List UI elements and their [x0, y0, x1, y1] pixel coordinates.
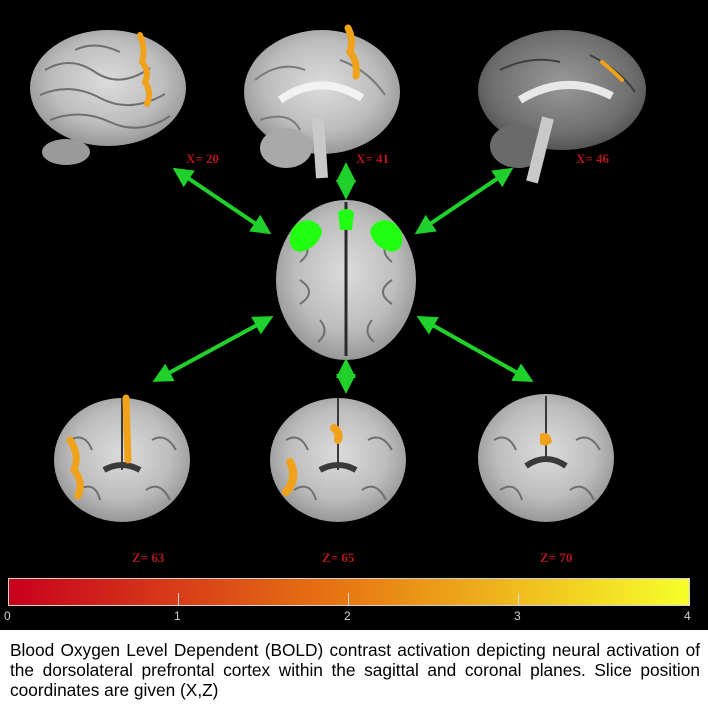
- coronal-slice-1: [54, 394, 190, 522]
- arrow-axial-to-coronal-3: [416, 316, 534, 382]
- colorbar-tick-1: [178, 593, 179, 606]
- sagittal-slice-2: [244, 24, 400, 179]
- sagittal-label-1: X= 20: [186, 151, 220, 166]
- colorbar-tick-label-1: 1: [174, 609, 181, 623]
- colorbar-tick-label-3: 3: [514, 609, 521, 623]
- coronal-label-3: Z= 70: [540, 550, 573, 565]
- colorbar-tick-label-2: 2: [344, 609, 351, 623]
- colorbar-tick-0: [8, 593, 9, 606]
- arrow-axial-to-sagittal-3: [414, 167, 514, 235]
- colorbar-tick-2: [348, 593, 349, 606]
- sagittal-slice-3: [478, 30, 646, 184]
- colorbar-tick-label-0: 0: [4, 609, 11, 623]
- sagittal-label-3: X= 46: [576, 151, 610, 166]
- arrow-axial-to-coronal-1: [152, 316, 274, 382]
- colorbar-tick-3: [518, 593, 519, 606]
- colorbar-tick-4: [689, 593, 690, 606]
- coronal-slice-3: [478, 394, 614, 522]
- sagittal-label-2: X= 41: [356, 151, 390, 166]
- axial-slice: [276, 200, 416, 360]
- brain-activation-figure: X= 20 X= 41 X= 46 Z= 63 Z= 65 Z= 70 0 1 …: [0, 0, 708, 630]
- sagittal-slice-1: [30, 30, 186, 165]
- figure-caption: Blood Oxygen Level Dependent (BOLD) cont…: [10, 640, 700, 700]
- brain-slices-canvas: [30, 24, 646, 522]
- coronal-label-2: Z= 65: [322, 550, 355, 565]
- colorbar-tick-label-4: 4: [684, 609, 691, 623]
- coronal-slice-2: [270, 398, 406, 522]
- arrow-axial-to-sagittal-1: [172, 167, 272, 235]
- colorbar: [8, 578, 690, 606]
- connection-arrows: [152, 162, 534, 394]
- coronal-label-1: Z= 63: [132, 550, 165, 565]
